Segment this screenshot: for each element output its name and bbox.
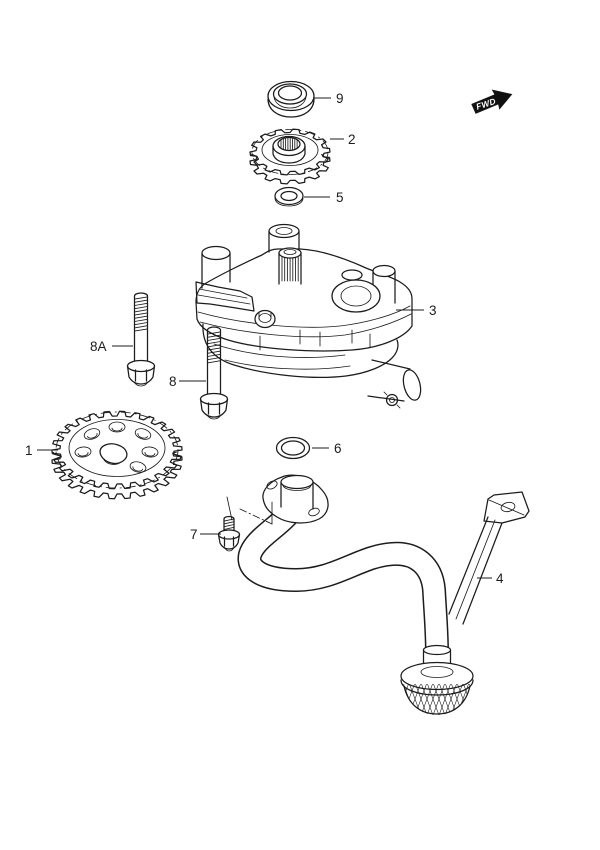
callout-label-8: 8 xyxy=(169,374,177,389)
callout-label-3: 3 xyxy=(429,303,437,318)
washer-part-5 xyxy=(274,186,304,207)
shaft-splines xyxy=(281,256,299,282)
pump-drive-shaft xyxy=(278,247,302,285)
driven-gear-part-1 xyxy=(51,410,183,500)
fwd-arrow-icon xyxy=(471,89,513,114)
bolt-part-8a xyxy=(126,292,156,387)
callout-label-7: 7 xyxy=(190,527,198,542)
fwd-arrow-badge: FWD xyxy=(471,89,513,114)
bearing-part-9 xyxy=(267,80,315,118)
tube-flange xyxy=(262,474,329,524)
oil-strainer-tube-part-4 xyxy=(237,474,530,715)
gear-teeth xyxy=(51,410,183,490)
callout-label-9: 9 xyxy=(336,91,344,106)
pump-outlet xyxy=(367,359,422,409)
strainer-bell xyxy=(400,644,474,715)
gear-teeth xyxy=(249,128,331,176)
gear-face-holes xyxy=(74,421,159,473)
bolt-part-8 xyxy=(199,326,229,420)
strainer-bracket xyxy=(448,491,530,625)
callout-label-1: 1 xyxy=(25,443,33,458)
callout-label-5: 5 xyxy=(336,190,344,205)
callout-label-2: 2 xyxy=(348,132,356,147)
callouts: 9 2 5 3 8A 8 1 6 7 4 xyxy=(25,91,504,586)
o-ring-part-6 xyxy=(275,436,311,460)
drive-gear-part-2 xyxy=(249,128,331,185)
callout-label-8a: 8A xyxy=(90,339,107,354)
callout-label-4: 4 xyxy=(496,571,504,586)
bolt-8a-threads xyxy=(134,296,148,332)
bolt-7-threads xyxy=(223,518,235,530)
oil-pump-body-part-3 xyxy=(195,223,422,409)
bolt-8-threads xyxy=(207,331,221,364)
callout-label-6: 6 xyxy=(334,441,342,456)
